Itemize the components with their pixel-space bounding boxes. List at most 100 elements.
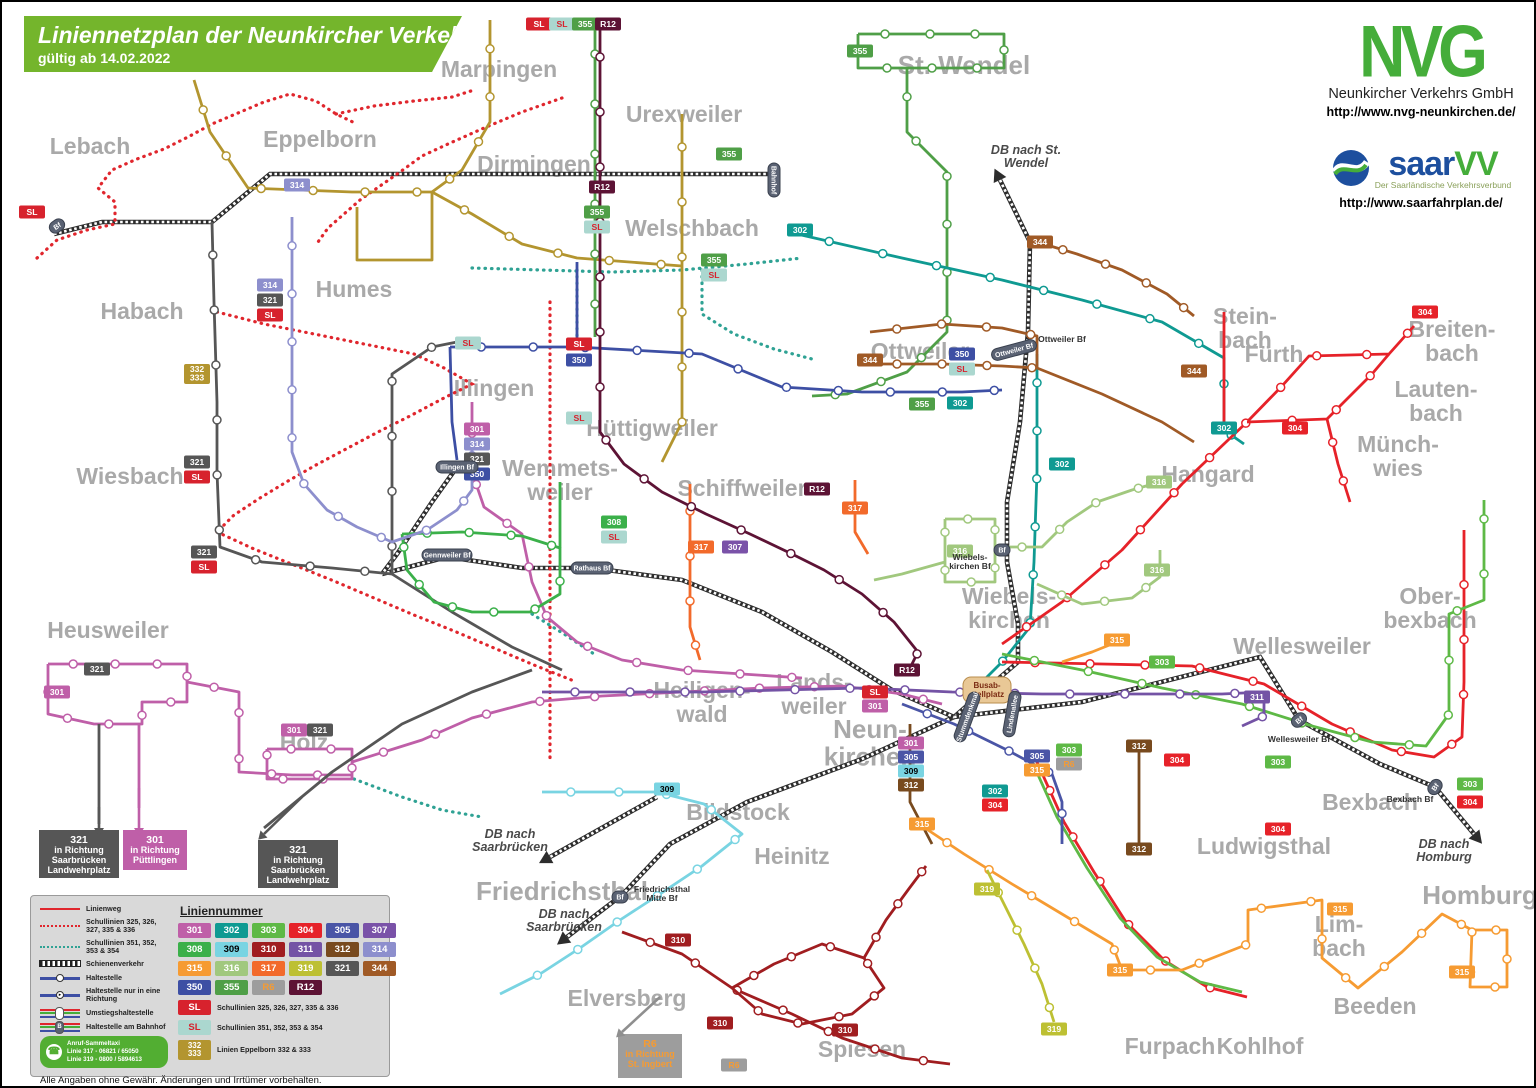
- badge-301: [44, 685, 70, 699]
- badge-label-316: 316: [1150, 565, 1165, 575]
- stop-circle: [1379, 961, 1390, 972]
- route-m314a: [290, 217, 474, 544]
- legend-badge-R6: R6: [252, 980, 285, 995]
- badge-304: [982, 798, 1008, 812]
- badge-label-355: 355: [578, 19, 593, 29]
- stop-circle: [1331, 404, 1342, 415]
- route-m317a: [853, 480, 870, 555]
- badge-label-SLT: SL: [557, 19, 568, 29]
- route-m310c: [862, 865, 928, 959]
- rail-rail-stwendel: [952, 178, 1033, 719]
- badge-label-344: 344: [863, 355, 878, 365]
- stop-circle: [1012, 925, 1022, 935]
- route-m301c: [265, 747, 354, 781]
- badge-350: [566, 353, 592, 367]
- stop-circle: [942, 219, 952, 229]
- badge-SLT: [701, 268, 727, 282]
- stop-circle: [880, 29, 890, 39]
- stop-circle: [1491, 925, 1501, 935]
- route-m308a: [400, 530, 562, 614]
- stop-circle: [590, 149, 600, 159]
- badge-308: [601, 515, 627, 529]
- legend-badge-307: 307: [363, 923, 396, 938]
- bf-pill-shape: [570, 561, 614, 575]
- bf-pill: Bahnhof: [767, 162, 781, 198]
- stop-circle: [685, 596, 695, 606]
- nvg-url[interactable]: http://www.nvg-neunkirchen.de/: [1326, 105, 1516, 120]
- bf-pill: Bf: [993, 543, 1011, 557]
- town-label: Heinitz: [754, 843, 829, 869]
- stop-circle: [735, 669, 745, 679]
- badge-label-R12: R12: [594, 182, 610, 192]
- stop-circle: [824, 236, 834, 247]
- stop-circle: [1204, 452, 1215, 463]
- schoolline-dt5: [530, 612, 596, 656]
- stop-circle: [471, 479, 482, 490]
- stop-circle: [970, 29, 980, 39]
- town-label: Ober-bexbach: [1383, 583, 1476, 633]
- stop-circle: [1240, 940, 1251, 950]
- saarvv-subtitle: Der Saarländische Verkehrsverbund: [1374, 180, 1512, 191]
- stop-circle: [1479, 514, 1489, 524]
- stop-circle: [430, 729, 441, 739]
- box-arrow-head: [134, 828, 144, 836]
- stop-circle: [333, 511, 343, 522]
- stop-circle: [825, 942, 836, 952]
- town-label: Homburg: [1422, 880, 1536, 910]
- badge-305: [1024, 749, 1050, 763]
- direction-box: [618, 1034, 682, 1078]
- stop-circle: [198, 105, 208, 115]
- station-label: Wellesweiler Bf: [1268, 734, 1330, 744]
- bus-icon: ☎: [46, 1043, 62, 1060]
- route-m316d: [873, 560, 946, 582]
- badge-label-302: 302: [793, 225, 808, 235]
- rail-hatch-rail-sb1: [566, 715, 955, 939]
- stop-circle: [1456, 919, 1467, 930]
- stop-circle: [786, 548, 796, 559]
- stop-circle: [690, 958, 701, 968]
- stop-circle: [110, 659, 120, 669]
- legend-item-bahnhof: B Haltestelle am Bahnhof: [40, 1020, 168, 1034]
- stop-circle: [582, 641, 593, 651]
- stop-circle: [266, 769, 277, 779]
- stop-circle: [1296, 701, 1307, 711]
- liniennummer-heading: Liniennummer: [180, 904, 263, 918]
- saarvv-url[interactable]: http://www.saarfahrplan.de/: [1339, 196, 1503, 211]
- stop-circle: [990, 563, 1000, 573]
- route-m344c: [869, 322, 1039, 368]
- badge-302: [1049, 457, 1075, 471]
- legend-badge-319: 319: [289, 961, 322, 976]
- line-sample-dotted-red: [40, 921, 80, 931]
- badge-310: [832, 1023, 858, 1037]
- bf-pill-shape: [611, 890, 629, 904]
- stop-circle: [524, 562, 534, 572]
- stop-circle: [1365, 371, 1375, 381]
- stop-circle: [595, 52, 605, 62]
- stop-circle: [942, 837, 952, 848]
- legend-badge-350: 350: [178, 980, 211, 995]
- stop-circle: [459, 205, 470, 215]
- stop-circle: [1145, 313, 1155, 324]
- stop-circle: [940, 565, 950, 575]
- nvg-logo: NVG: [1359, 9, 1488, 93]
- route-m304c: [1325, 418, 1352, 503]
- badge-label-SL: SL: [534, 19, 545, 29]
- legend-badge-301: 301: [178, 923, 211, 938]
- stop-circle: [912, 649, 922, 659]
- disclaimer-text: Alle Angaben ohne Gewähr. Änderungen und…: [40, 1074, 322, 1086]
- town-label: Wiebels-kirchen: [962, 583, 1056, 633]
- badge-317: [688, 540, 714, 554]
- badge-label-R6: R6: [729, 1060, 740, 1070]
- stop-circle: [287, 385, 297, 395]
- db-arrowhead: [993, 168, 1007, 184]
- stop-circle: [62, 713, 73, 723]
- stop-circle: [963, 514, 973, 524]
- stop-circle: [1458, 689, 1469, 700]
- line-sample-rail: [39, 959, 81, 969]
- stop-circle: [1194, 958, 1204, 968]
